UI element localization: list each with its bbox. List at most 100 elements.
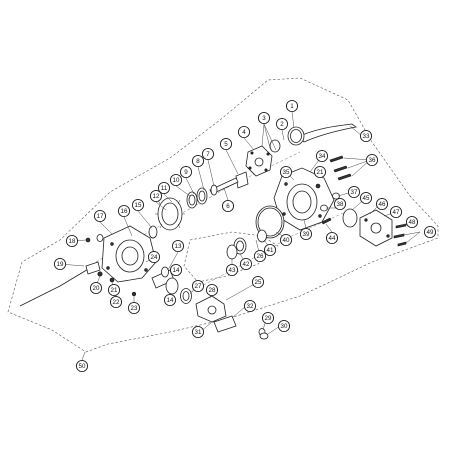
callout-label: 2 (280, 121, 284, 128)
callout-label: 42 (243, 261, 250, 268)
o-ring-46 (342, 208, 358, 228)
callout-label: 43 (229, 267, 236, 274)
callout-bubble (163, 293, 177, 307)
callout-label: 29 (265, 315, 272, 322)
callout-bubble (75, 359, 89, 373)
callout-label: 10 (173, 177, 180, 184)
callout-26: 26 (253, 249, 267, 263)
callout-23: 23 (127, 301, 141, 315)
callout-label: 19 (57, 261, 64, 268)
main-housing-right (273, 167, 335, 231)
callout-30: 30 (277, 319, 291, 333)
callout-bubble (315, 149, 329, 163)
callout-label: 38 (337, 201, 344, 208)
callout-bubble (53, 257, 67, 271)
callout-bubble (285, 99, 299, 113)
ring-gear-washer (148, 225, 158, 239)
callout-47: 47 (389, 205, 403, 219)
callout-bubble (147, 250, 161, 264)
callout-label: 25 (255, 279, 262, 286)
callout-label: 8 (196, 158, 200, 165)
callout-bubble (237, 125, 251, 139)
callout-bubble (169, 173, 183, 187)
callout-bubble (239, 257, 253, 271)
callout-label: 27 (195, 283, 202, 290)
sub-assembly-boundary (183, 231, 279, 283)
callout-bubble (131, 198, 145, 212)
callout-8: 8 (191, 154, 205, 168)
callout-bubble (389, 205, 403, 219)
callout-bubble (109, 295, 123, 309)
callout-49: 49 (423, 225, 437, 239)
callout-label: 46 (379, 201, 386, 208)
callout-14a: 14 (169, 263, 183, 277)
callout-bubble (191, 154, 205, 168)
callout-21a: 21 (107, 283, 121, 297)
bolts-36 (329, 155, 352, 181)
callout-28: 28 (205, 283, 219, 297)
sensor-head (85, 261, 101, 275)
callout-bubble (93, 209, 107, 223)
callout-bubble (221, 199, 235, 213)
ring-41 (257, 229, 267, 243)
callout-bubble (359, 129, 373, 143)
callout-38: 38 (333, 197, 347, 211)
callout-36: 36 (365, 153, 379, 167)
gasket-40-inner (257, 207, 283, 237)
callout-bubble (325, 231, 339, 245)
washer-14a (161, 266, 169, 278)
callout-19: 19 (53, 257, 67, 271)
callout-40: 40 (279, 233, 293, 247)
bearing-42-inner (236, 240, 244, 252)
callout-14b: 14 (163, 293, 177, 307)
callout-label: 31 (195, 329, 202, 336)
callout-label: 26 (257, 253, 264, 260)
callout-label: 20 (93, 285, 100, 292)
callout-15: 15 (131, 198, 145, 212)
callout-22: 22 (109, 295, 123, 309)
callout-12: 12 (149, 189, 163, 203)
bolt-18 (85, 237, 91, 243)
axis-line-lower (189, 209, 351, 293)
callout-bubble (375, 197, 389, 211)
callout-bubble (107, 283, 121, 297)
callout-18: 18 (65, 234, 79, 248)
pin-44 (321, 217, 332, 225)
callout-label: 14 (167, 297, 174, 304)
callout-bubble (179, 165, 193, 179)
callout-label: 7 (206, 151, 210, 158)
callout-bubble (169, 263, 183, 277)
callout-34: 34 (315, 149, 329, 163)
callout-bubble (257, 111, 271, 125)
callout-label: 44 (329, 235, 336, 242)
ring-gear (155, 197, 185, 231)
callout-label: 14 (173, 267, 180, 274)
yoke (195, 295, 237, 333)
callout-31: 31 (191, 325, 205, 339)
callout-label: 21 (111, 287, 118, 294)
callout-46: 46 (375, 197, 389, 211)
callout-bubble (423, 225, 437, 239)
callout-bubble (157, 181, 171, 195)
callout-bubble (117, 204, 131, 218)
callout-bubble (347, 185, 361, 199)
callout-label: 37 (351, 189, 358, 196)
washer-37 (332, 192, 340, 200)
callout-bubble (89, 281, 103, 295)
callout-bubble (253, 249, 267, 263)
callout-label: 49 (427, 229, 434, 236)
callout-21b: 21 (313, 165, 327, 179)
callout-label: 13 (175, 243, 182, 250)
ring-14b (165, 277, 179, 295)
assembly-boundary (7, 77, 439, 353)
breather-tube (299, 123, 357, 143)
callout-20: 20 (89, 281, 103, 295)
bolt-23 (131, 291, 137, 297)
callout-label: 23 (131, 305, 138, 312)
callout-45: 45 (359, 191, 373, 205)
nut-21a (109, 277, 115, 283)
callout-label: 45 (363, 195, 370, 202)
callout-bubble (261, 311, 275, 325)
callout-bubble (65, 234, 79, 248)
